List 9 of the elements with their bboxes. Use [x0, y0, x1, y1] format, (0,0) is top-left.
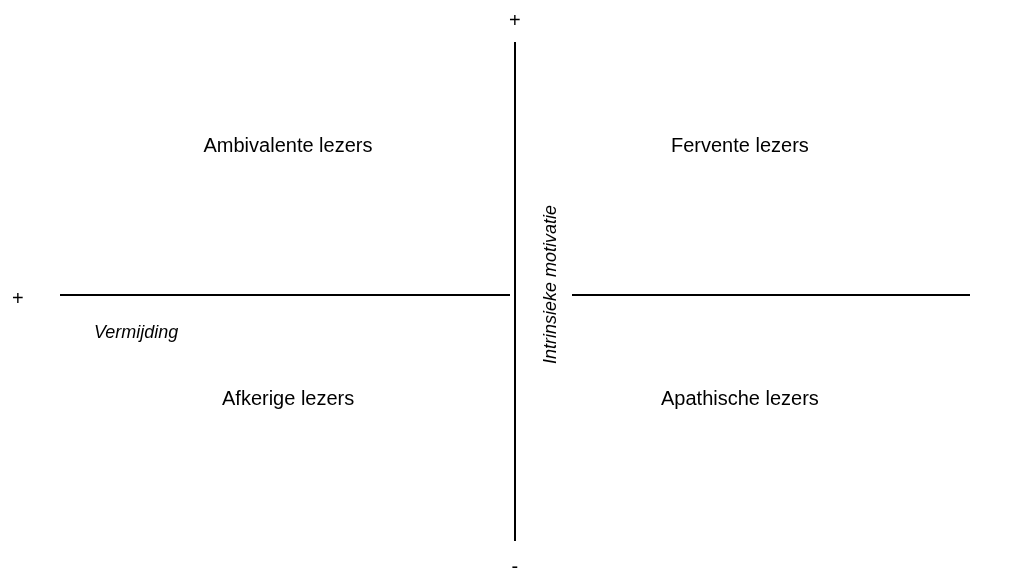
quadrant-label: Apathische lezers [661, 388, 819, 408]
quadrant-label: Afkerige lezers [222, 388, 355, 408]
quadrant-label: Ambivalente lezers [203, 135, 373, 155]
axis-end-sign: - [511, 556, 519, 576]
axis-end-sign: + [12, 288, 24, 308]
axis-end-sign: + [509, 10, 521, 30]
axis-title: Intrinsieke motivatie [541, 204, 559, 364]
axis-title: Vermijding [94, 323, 179, 341]
quadrant-label: Fervente lezers [671, 135, 809, 155]
